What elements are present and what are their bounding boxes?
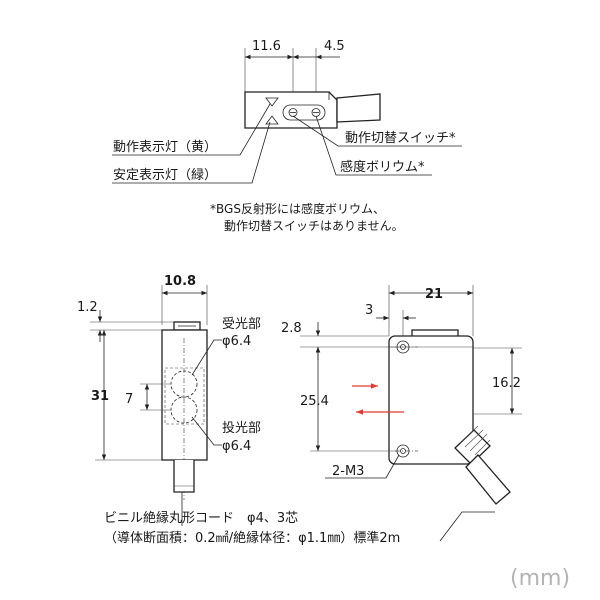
sensor-side-body	[388, 335, 474, 465]
cable-side	[465, 454, 511, 505]
top-note-line2: 動作切替スイッチはありません。	[224, 219, 404, 233]
top-view: 11.6 4.5 動作表示灯（黄） 安定表示灯（緑） 動作切替スイッチ* 感度ボ…	[112, 39, 462, 233]
dim-front-width: 10.8	[164, 274, 196, 289]
dim-lens-pitch: 7	[125, 392, 133, 407]
dim-hole-offset-x: 3	[365, 303, 373, 318]
emitter-label: 投光部	[222, 420, 261, 436]
receiver-dia-label: φ6.4	[222, 334, 251, 349]
cable-top	[336, 93, 381, 123]
top-note-line1: *BGS反射形には感度ボリウム、	[210, 201, 385, 216]
front-view: 10.8 1.2 31 7 受光部 φ6	[77, 274, 261, 500]
dim-top-offset: 4.5	[324, 39, 345, 54]
cable-note-line2-pre: （導体断面積：0.2㎟	[104, 531, 229, 546]
dim-front-height: 31	[91, 389, 109, 404]
dim-hole-pitch: 25.4	[300, 394, 329, 409]
cable-note-line2-post: /絶縁体径：φ1.1㎜）標準2m	[229, 530, 401, 546]
cable-note-line2: （導体断面積：0.2㎟/絶縁体径：φ1.1㎜）標準2m	[104, 530, 400, 546]
dim-front-top-offset: 1.2	[77, 300, 98, 315]
emitter-dia-label: φ6.4	[222, 439, 251, 454]
cable-front	[173, 460, 195, 493]
unit-label: (mm)	[510, 566, 570, 591]
sensitivity-volume-label: 感度ボリウム*	[340, 159, 425, 175]
stability-indicator-icon	[265, 115, 279, 125]
mode-switch-icon	[288, 108, 298, 117]
cable-note: ビニル絶縁丸形コード φ4、3芯 （導体断面積：0.2㎟/絶縁体径：φ1.1㎜）…	[104, 492, 570, 591]
side-view: 21 3 2.8 25.4 1	[281, 285, 522, 505]
dim-hole-offset-y: 2.8	[281, 321, 302, 336]
mode-switch-label: 動作切替スイッチ*	[345, 131, 456, 146]
dim-side-width: 21	[425, 287, 443, 302]
sensor-front-body	[161, 329, 208, 461]
operation-indicator-icon	[265, 97, 279, 107]
stability-indicator-label: 安定表示灯（緑）	[113, 168, 217, 183]
cable-note-line1: ビニル絶縁丸形コード φ4、3芯	[104, 510, 298, 526]
operation-indicator-label: 動作表示灯（黄）	[113, 140, 217, 155]
mount-holes-label: 2-M3	[332, 464, 364, 479]
dim-optical-axis: 16.2	[492, 376, 521, 391]
dim-top-width: 11.6	[252, 39, 281, 54]
receiver-label: 受光部	[222, 317, 261, 332]
